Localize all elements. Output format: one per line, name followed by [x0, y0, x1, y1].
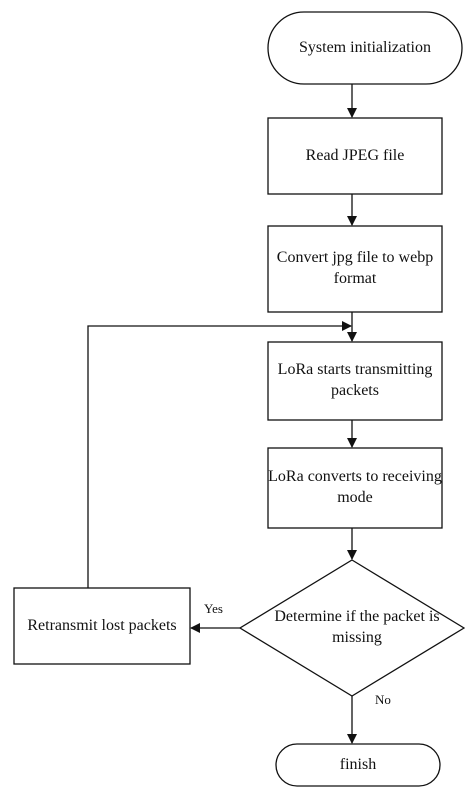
read-jpeg-process-shape — [267, 117, 443, 195]
convert-process-shape — [267, 225, 443, 313]
no-edge-label: No — [375, 692, 391, 707]
transmit-process-shape — [267, 341, 443, 421]
yes-edge-label: Yes — [204, 601, 223, 616]
decision-diamond-shape — [238, 559, 465, 697]
finish-terminator-shape — [275, 743, 441, 787]
arrow-retransmit-loop-back — [87, 321, 352, 588]
start-terminator-shape — [267, 11, 463, 85]
receive-mode-process-shape — [267, 447, 443, 529]
retransmit-process-shape — [13, 587, 191, 665]
